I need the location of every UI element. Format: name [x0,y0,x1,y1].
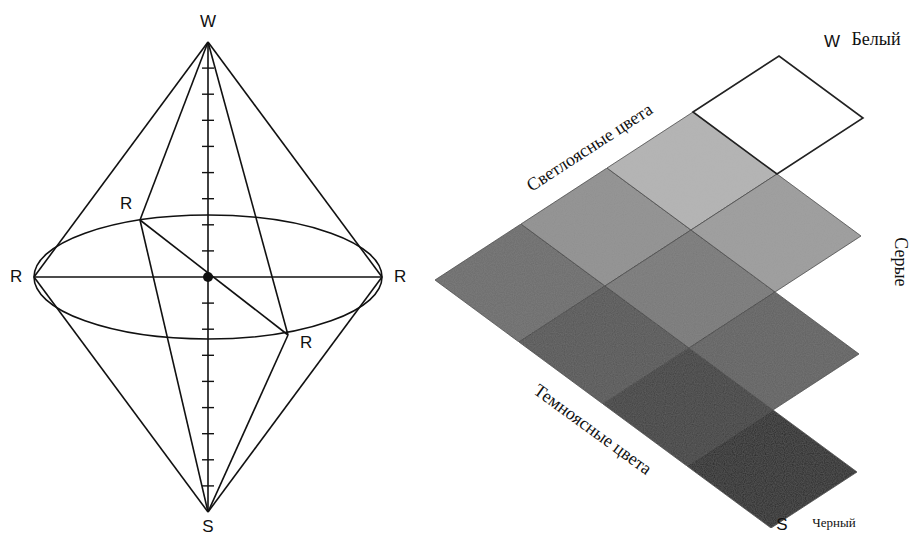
axis-tick [202,485,214,486]
axis-tick [202,120,214,121]
axis-tick [202,329,214,330]
hue-label: R [394,268,406,287]
white-name: Белый [852,30,901,50]
axis-tick [202,407,214,408]
axis-tick [202,146,214,147]
apex-label: W [200,13,216,32]
gray-tile [687,410,857,528]
black-name: Черный [812,516,855,530]
axis-tick [202,355,214,356]
white-label: W [824,33,840,52]
axis-tick [202,250,214,251]
axis-label: Серые [890,237,910,286]
axis-tick [202,459,214,460]
axis-tick [202,198,214,199]
hue-label: R [119,195,133,214]
apex-label: S [202,518,213,537]
gray-tile [689,292,859,410]
axis-tick [202,381,214,382]
hue-label: R [299,334,313,353]
axis-tick [202,302,214,303]
gray-tile [691,174,861,292]
axis-tick [202,433,214,434]
axis-tick [202,67,214,68]
axis-tick [202,224,214,225]
axis-tick [202,93,214,94]
black-label: S [776,516,787,535]
axis-tick [202,172,214,173]
white-tile [693,56,863,174]
hue-label: R [10,268,22,287]
